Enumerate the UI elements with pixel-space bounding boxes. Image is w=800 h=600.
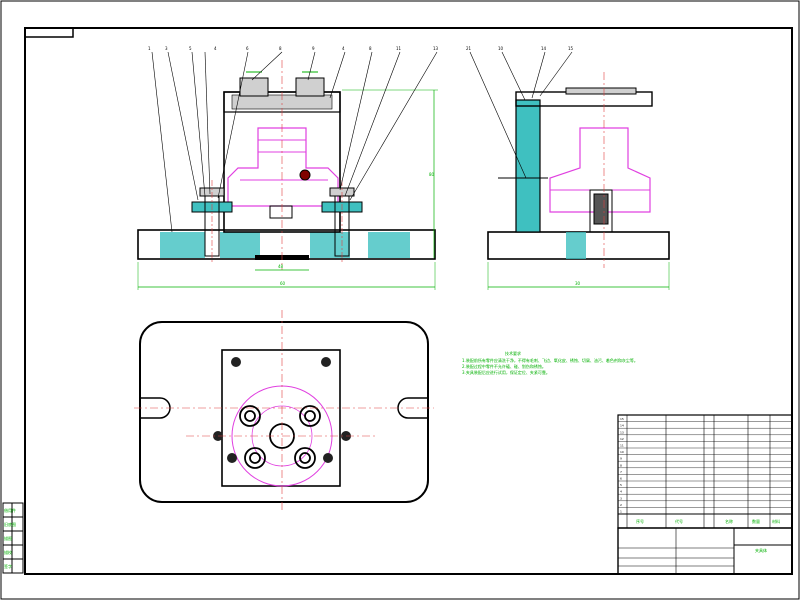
balloon: 13 bbox=[433, 46, 439, 51]
balloon: 8 bbox=[279, 46, 282, 51]
balloon: 15 bbox=[568, 46, 574, 51]
tech-req-title: 技术要求 bbox=[505, 350, 521, 356]
left-stamp-column: 借用件 旧底图 描图 描校 签字 bbox=[2, 502, 24, 574]
bom-row-number: 15 bbox=[620, 417, 624, 421]
bom-row-number: 10 bbox=[620, 450, 624, 454]
balloon: 1 bbox=[148, 46, 151, 51]
balloon: 6 bbox=[246, 46, 249, 51]
bom-header-cell: 名称 bbox=[725, 518, 733, 524]
bom-row-number: 13 bbox=[620, 430, 624, 434]
front-view: 60 80 48 1 3 5 4 6 8 9 4 8 11 13 bbox=[137, 46, 439, 290]
bom-row-number: 3 bbox=[620, 496, 622, 500]
bom-row-number: 8 bbox=[620, 463, 622, 467]
stamp-text: 描校 bbox=[4, 549, 12, 555]
bom-row-number: 6 bbox=[620, 477, 622, 481]
balloon: 11 bbox=[396, 46, 402, 51]
stamp-text: 旧底图 bbox=[4, 521, 16, 527]
dim-side-width: 30 bbox=[575, 281, 581, 286]
title-block: 夹具体 bbox=[617, 527, 793, 575]
stamp-text: 借用件 bbox=[4, 507, 16, 513]
balloon: 4 bbox=[214, 46, 217, 51]
bom-row-number: 5 bbox=[620, 483, 622, 487]
bom-header-cell: 代号 bbox=[675, 518, 683, 524]
tech-req-line: 3.夹具装配后应进行试用，保证定位、夹紧可靠。 bbox=[462, 369, 550, 375]
stamp-text: 描图 bbox=[4, 535, 12, 541]
bom-header-cell: 数量 bbox=[752, 518, 760, 524]
dim-front-bore: 48 bbox=[278, 264, 284, 269]
bom-row-number: 14 bbox=[620, 424, 624, 428]
bom-row-number: 9 bbox=[620, 457, 622, 461]
bill-of-materials: 15 14 13 12 11 10 9 8 7 6 5 4 3 2 1 序号 代号 名称 数量 材料 bbox=[617, 414, 793, 529]
technical-requirements: 技术要求 1.装配前所有零件应清洗干净，不得有毛刺、飞边、氧化皮、锈蚀、切屑、油… bbox=[462, 350, 638, 375]
tech-req-line: 2.装配过程中零件不允许磕、碰、划伤和锈蚀。 bbox=[462, 363, 546, 369]
dim-front-width: 60 bbox=[280, 281, 286, 286]
balloon: 8 bbox=[369, 46, 372, 51]
tech-req-line: 1.装配前所有零件应清洗干净，不得有毛刺、飞边、氧化皮、锈蚀、切屑、油污、着色剂… bbox=[462, 357, 638, 363]
bom-header-cell: 序号 bbox=[636, 518, 644, 524]
bom-header-cell: 材料 bbox=[772, 518, 780, 524]
balloon: 10 bbox=[498, 46, 504, 51]
balloon: 3 bbox=[165, 46, 168, 51]
dim-front-height: 80 bbox=[429, 172, 435, 177]
bom-row-number: 12 bbox=[620, 437, 624, 441]
title-block-name: 夹具体 bbox=[755, 547, 767, 553]
corner-marker bbox=[24, 27, 74, 38]
sheet-inner-frame bbox=[24, 27, 793, 575]
balloon: 14 bbox=[541, 46, 547, 51]
balloon: 5 bbox=[189, 46, 192, 51]
balloon: 21 bbox=[466, 46, 472, 51]
bom-row-number: 11 bbox=[620, 444, 624, 448]
stamp-text: 签字 bbox=[4, 563, 12, 569]
bom-row-number: 2 bbox=[620, 503, 622, 507]
side-view: 30 21 10 14 15 bbox=[466, 46, 670, 290]
bom-row-number: 7 bbox=[620, 470, 622, 474]
top-view bbox=[134, 310, 434, 510]
balloon: 4 bbox=[342, 46, 345, 51]
bom-row-number: 4 bbox=[620, 490, 622, 494]
bom-row-number: 1 bbox=[620, 510, 622, 514]
balloon: 9 bbox=[312, 46, 315, 51]
